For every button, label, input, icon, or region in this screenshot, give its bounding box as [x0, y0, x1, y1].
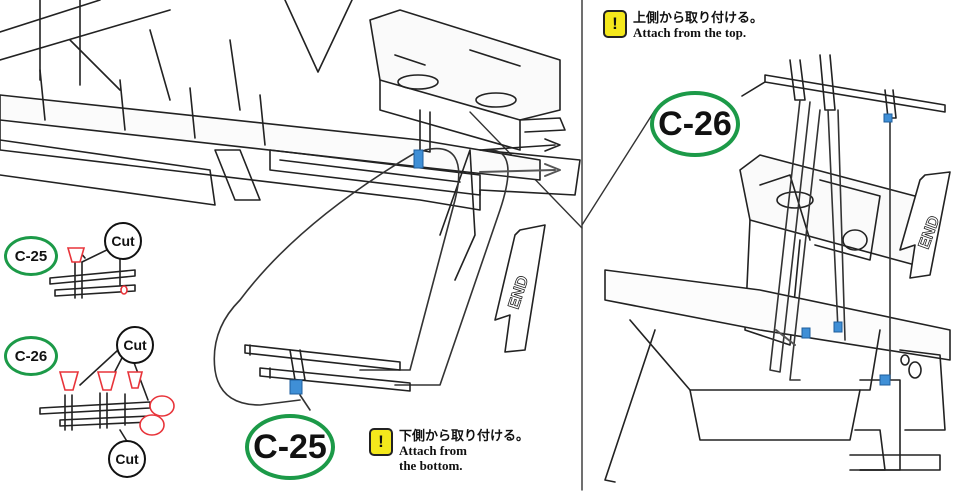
- part-badge-c25-small: C-25: [4, 236, 58, 276]
- note-attach-top: ! 上側から取り付ける。 Attach from the top.: [603, 10, 763, 40]
- cut-part-red-icon: [66, 247, 86, 263]
- note-bottom-en-2: the bottom.: [399, 458, 463, 473]
- part-badge-c25-large: C-25: [245, 414, 335, 480]
- warning-icon: !: [603, 10, 627, 38]
- note-bottom-jp: 下側から取り付ける。: [399, 428, 530, 443]
- part-badge-c26-small: C-26: [4, 336, 58, 376]
- note-attach-bottom: ! 下側から取り付ける。 Attach from the bottom.: [369, 428, 529, 473]
- note-top-en: Attach from the top.: [633, 25, 747, 40]
- note-bottom-en-1: Attach from: [399, 443, 467, 458]
- cut-marker: Cut: [108, 440, 146, 478]
- blue-tab-icon: [413, 149, 424, 169]
- cut-marker: Cut: [104, 222, 142, 260]
- warning-icon: !: [369, 428, 393, 456]
- part-badge-c26-large: C-26: [650, 91, 740, 157]
- note-top-jp: 上側から取り付ける。: [633, 10, 764, 25]
- cut-marker: Cut: [116, 326, 154, 364]
